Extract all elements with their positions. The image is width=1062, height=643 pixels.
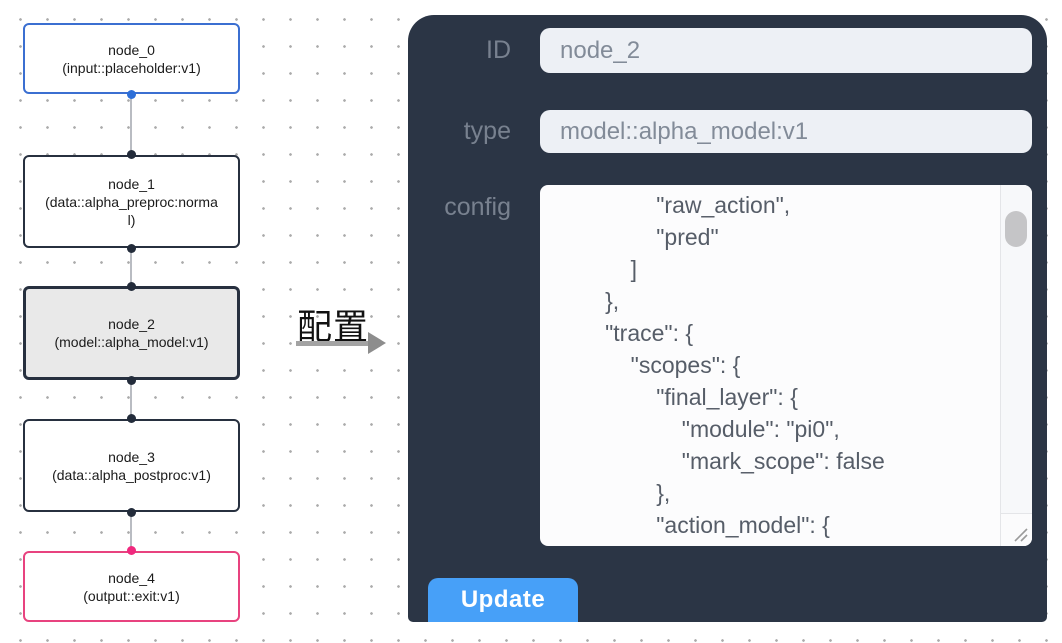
node-3-output-port[interactable]	[127, 508, 136, 517]
node-1-type: (data::alpha_preproc:normal)	[45, 193, 218, 228]
type-field-label: type	[463, 117, 511, 145]
node-1-output-port[interactable]	[127, 244, 136, 253]
edge-node2-node3	[130, 380, 132, 419]
node-1-name: node_1	[108, 175, 155, 192]
config-textarea[interactable]: "raw_action", "pred" ] }, "trace": { "sc…	[540, 185, 1032, 546]
node-3-type: (data::alpha_postproc:v1)	[52, 466, 211, 483]
type-input[interactable]	[540, 110, 1032, 153]
configure-arrow-head-icon	[368, 332, 386, 354]
node-4-type: (output::exit:v1)	[83, 587, 180, 604]
node-4-name: node_4	[108, 569, 155, 586]
node-2-name: node_2	[108, 316, 155, 332]
node-3-name: node_3	[108, 448, 155, 465]
flow-node-2-selected[interactable]: node_2 (model::alpha_model:v1)	[23, 286, 240, 380]
node-4-input-port[interactable]	[127, 546, 136, 555]
node-config-panel: ID type config "raw_action", "pred" ] },…	[408, 15, 1047, 622]
flow-node-0[interactable]: node_0 (input::placeholder:v1)	[23, 23, 240, 94]
node-0-output-port[interactable]	[127, 90, 136, 99]
node-1-input-port[interactable]	[127, 150, 136, 159]
update-button[interactable]: Update	[428, 578, 578, 622]
edge-node3-node4	[130, 512, 132, 551]
edge-node0-node1	[130, 94, 132, 155]
id-field-label: ID	[486, 36, 511, 64]
node-2-type: (model::alpha_model:v1)	[54, 334, 209, 350]
textarea-resize-handle-icon[interactable]	[1000, 513, 1032, 546]
config-scrollbar-thumb[interactable]	[1005, 211, 1027, 247]
configure-arrow-shaft	[296, 341, 368, 346]
configure-arrow-label: 配置	[297, 308, 370, 347]
node-0-name: node_0	[108, 41, 155, 58]
flow-node-1[interactable]: node_1 (data::alpha_preproc:normal)	[23, 155, 240, 248]
config-field-label: config	[444, 193, 511, 221]
id-input[interactable]	[540, 28, 1032, 73]
node-2-input-port[interactable]	[127, 282, 136, 291]
node-0-type: (input::placeholder:v1)	[62, 59, 201, 76]
config-json-text: "raw_action", "pred" ] }, "trace": { "sc…	[605, 192, 885, 538]
node-3-input-port[interactable]	[127, 414, 136, 423]
flow-node-4[interactable]: node_4 (output::exit:v1)	[23, 551, 240, 622]
node-2-output-port[interactable]	[127, 376, 136, 385]
edge-node1-node2	[130, 248, 132, 286]
config-scrollbar-track[interactable]	[1000, 185, 1032, 513]
flow-node-3[interactable]: node_3 (data::alpha_postproc:v1)	[23, 419, 240, 512]
